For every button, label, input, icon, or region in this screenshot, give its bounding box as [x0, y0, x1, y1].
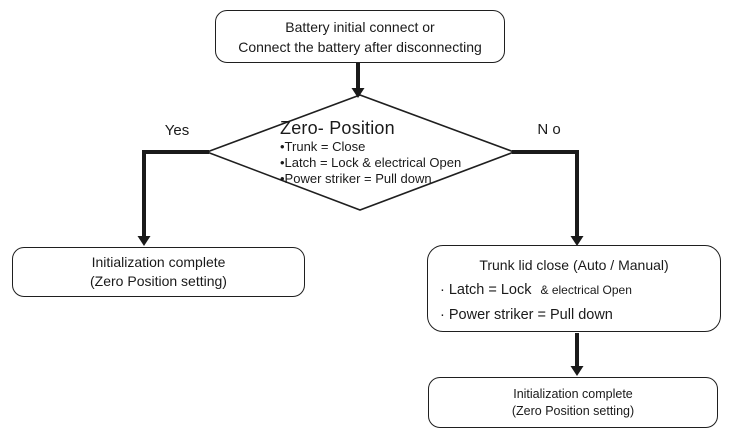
arrowhead-yes-branch — [137, 236, 151, 246]
start-node: Battery initial connect or Connect the b… — [215, 10, 505, 63]
connector-no-branch — [512, 150, 579, 238]
decision-item-trunk: •Trunk = Close — [280, 139, 366, 154]
no-action-item-latch-main: · Latch = Lock — [440, 282, 532, 298]
decision-item-latch: •Latch = Lock & electrical Open — [280, 155, 462, 170]
final-result-node: Initialization complete (Zero Position s… — [428, 377, 718, 428]
yes-result-line2: (Zero Position setting) — [90, 273, 227, 289]
connector-yes-branch — [142, 150, 209, 238]
final-result-line1: Initialization complete — [513, 386, 633, 401]
arrowhead-start-to-decision — [351, 88, 365, 98]
arrowhead-noaction-to-final — [570, 366, 584, 376]
no-action-item-latch-small: & electrical Open — [540, 283, 632, 297]
no-action-item-striker: · Power striker = Pull down — [440, 307, 613, 323]
no-action-title: Trunk lid close (Auto / Manual) — [479, 257, 669, 273]
yes-result-node: Initialization complete (Zero Position s… — [12, 247, 305, 297]
decision-node: Zero- Position •Trunk = Close •Latch = L… — [280, 118, 470, 187]
no-branch-label: N o — [537, 121, 561, 138]
yes-branch-label: Yes — [164, 122, 190, 139]
no-action-node: Trunk lid close (Auto / Manual) · Latch … — [427, 245, 721, 332]
arrowhead-no-branch — [570, 236, 584, 246]
final-result-line2: (Zero Position setting) — [511, 403, 635, 418]
decision-diamond-shape — [204, 94, 517, 211]
yes-result-line1: Initialization complete — [91, 254, 226, 270]
start-node-line2: Connect the battery after disconnecting — [238, 38, 482, 55]
no-action-item-latch: · Latch = Lock & electrical Open — [438, 282, 710, 299]
decision-item-striker: •Power striker = Pull down — [280, 171, 432, 186]
decision-title: Zero- Position — [280, 118, 395, 138]
start-node-line1: Battery initial connect or — [285, 18, 435, 35]
